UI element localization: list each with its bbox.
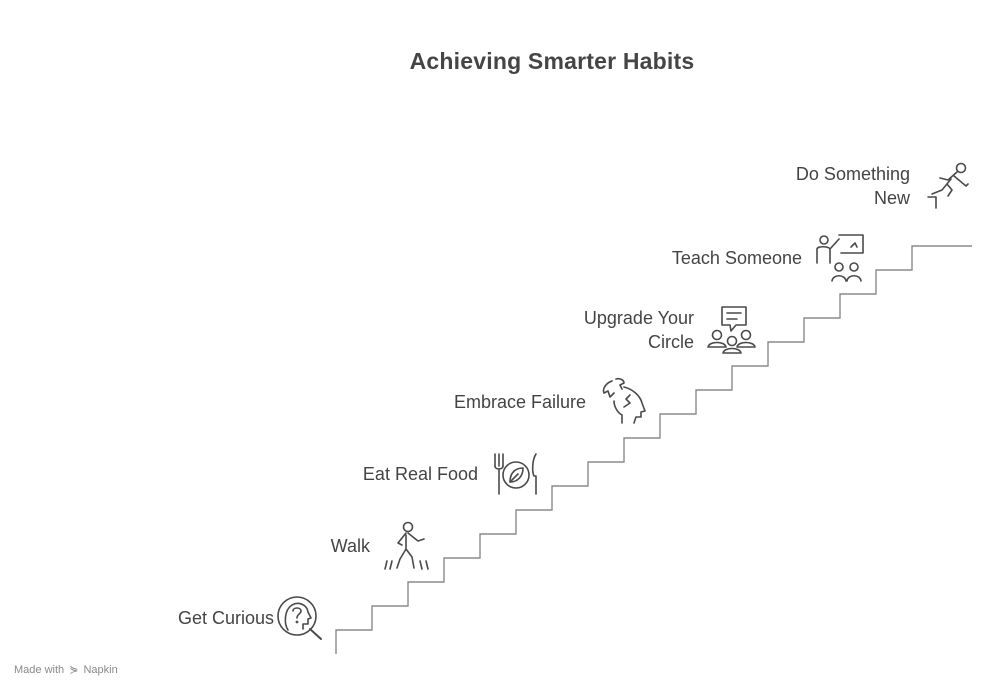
napkin-logo-icon: ⋟ [69, 664, 79, 676]
step-label-embrace-failure: Embrace Failure [400, 390, 586, 414]
step-label-text: Do Something [795, 164, 910, 184]
step-label-get-curious: Get Curious [120, 606, 274, 630]
staircase-line [335, 245, 972, 654]
diagram-title: Achieving Smarter Habits [409, 48, 695, 74]
step-label-text-line2: Circle [647, 332, 694, 352]
step-label-text: Eat Real Food [362, 464, 478, 484]
step-label-text: Get Curious [177, 608, 274, 628]
group-chat-icon [706, 305, 758, 355]
step-label-text: Teach Someone [671, 248, 802, 268]
step-label-text: Upgrade Your [583, 308, 694, 328]
step-label-eat-real-food: Eat Real Food [320, 462, 478, 486]
teacher-board-icon [815, 233, 865, 283]
step-label-walk: Walk [270, 534, 370, 558]
broken-head-icon [600, 377, 648, 427]
jumping-person-icon [926, 162, 972, 210]
curious-head-question-icon [276, 596, 324, 642]
step-label-text: Walk [330, 536, 370, 556]
footer-credit: Made with ⋟ Napkin [14, 663, 118, 676]
walking-person-icon [384, 521, 434, 571]
step-label-text: Embrace Failure [453, 392, 586, 412]
plate-fork-knife-icon [492, 452, 542, 498]
step-label-do-something-new: Do Something New [740, 162, 910, 210]
footer-made-with: Made with [14, 664, 65, 676]
step-label-upgrade-your-circle: Upgrade Your Circle [520, 306, 694, 354]
footer-brand: Napkin [83, 664, 118, 676]
step-label-teach-someone: Teach Someone [620, 246, 802, 270]
step-label-text-line2: New [873, 188, 910, 208]
